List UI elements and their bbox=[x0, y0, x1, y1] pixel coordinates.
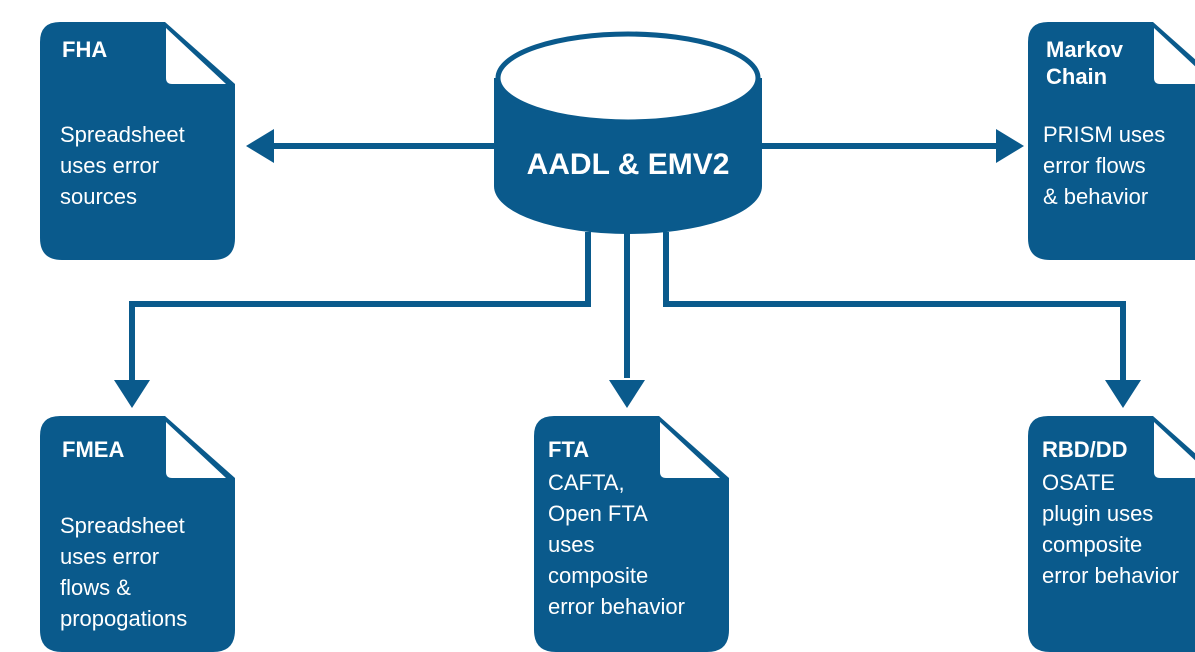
document-icon bbox=[1028, 22, 1195, 260]
doc-body-line: Spreadsheet bbox=[60, 513, 185, 538]
doc-title: FTA bbox=[548, 437, 589, 462]
arrowheads bbox=[114, 129, 1141, 408]
database-top bbox=[495, 31, 761, 125]
doc-title: FMEA bbox=[62, 437, 124, 462]
doc-body-text: PRISM uses error flows & behavior bbox=[1043, 122, 1171, 209]
arrowhead-fmea bbox=[114, 380, 150, 408]
doc-body-line: composite bbox=[1042, 532, 1142, 557]
doc-body-line: flows & bbox=[60, 575, 131, 600]
arrowhead-markov bbox=[996, 129, 1024, 163]
doc-body-line: PRISM uses bbox=[1043, 122, 1165, 147]
database-icon: AADL & EMV2 bbox=[494, 31, 762, 234]
doc-body-line: uses error bbox=[60, 544, 159, 569]
document-fold bbox=[1154, 28, 1195, 84]
doc-body-text: CAFTA, Open FTA uses composite error beh… bbox=[548, 470, 685, 619]
connector-lines bbox=[129, 143, 1126, 385]
document-fha: FHA Spreadsheet uses error sources bbox=[40, 22, 235, 260]
document-fold bbox=[166, 28, 226, 84]
connector-to-rbd bbox=[663, 232, 1126, 385]
doc-body-text: Spreadsheet uses error flows & propogati… bbox=[60, 513, 191, 631]
arrowhead-fha bbox=[246, 129, 274, 163]
doc-body-text: Spreadsheet uses error sources bbox=[60, 122, 191, 209]
doc-body-line: CAFTA, bbox=[548, 470, 625, 495]
doc-body-line: composite bbox=[548, 563, 648, 588]
document-fold bbox=[166, 422, 226, 478]
doc-body-line: error behavior bbox=[548, 594, 685, 619]
arrowhead-rbd bbox=[1105, 380, 1141, 408]
doc-body-line: propogations bbox=[60, 606, 187, 631]
database-label: AADL & EMV2 bbox=[527, 148, 730, 181]
document-markov: Markov Chain PRISM uses error flows & be… bbox=[1028, 22, 1195, 260]
doc-body-text: OSATE plugin uses composite error behavi… bbox=[1042, 470, 1179, 588]
doc-title: FHA bbox=[62, 37, 107, 62]
doc-body-line: sources bbox=[60, 184, 137, 209]
document-fmea: FMEA Spreadsheet uses error flows & prop… bbox=[40, 416, 235, 652]
doc-title-line: Chain bbox=[1046, 64, 1107, 89]
arrowhead-fta bbox=[609, 380, 645, 408]
doc-body-line: Open FTA bbox=[548, 501, 648, 526]
doc-title: Markov Chain bbox=[1046, 37, 1129, 89]
connector-to-fmea bbox=[129, 232, 591, 385]
doc-body-line: plugin uses bbox=[1042, 501, 1153, 526]
document-fold bbox=[1154, 422, 1195, 478]
doc-body-line: error behavior bbox=[1042, 563, 1179, 588]
doc-body-line: & behavior bbox=[1043, 184, 1148, 209]
document-fold bbox=[660, 422, 720, 478]
doc-body-line: Spreadsheet bbox=[60, 122, 185, 147]
document-rbd: RBD/DD OSATE plugin uses composite error… bbox=[1028, 416, 1195, 652]
doc-body-line: uses bbox=[548, 532, 594, 557]
document-fta: FTA CAFTA, Open FTA uses composite error… bbox=[534, 416, 729, 652]
doc-title-line: Markov bbox=[1046, 37, 1124, 62]
doc-body-line: OSATE bbox=[1042, 470, 1115, 495]
doc-title: RBD/DD bbox=[1042, 437, 1128, 462]
document-icon bbox=[1028, 416, 1195, 652]
doc-body-line: error flows bbox=[1043, 153, 1146, 178]
doc-body-line: uses error bbox=[60, 153, 159, 178]
